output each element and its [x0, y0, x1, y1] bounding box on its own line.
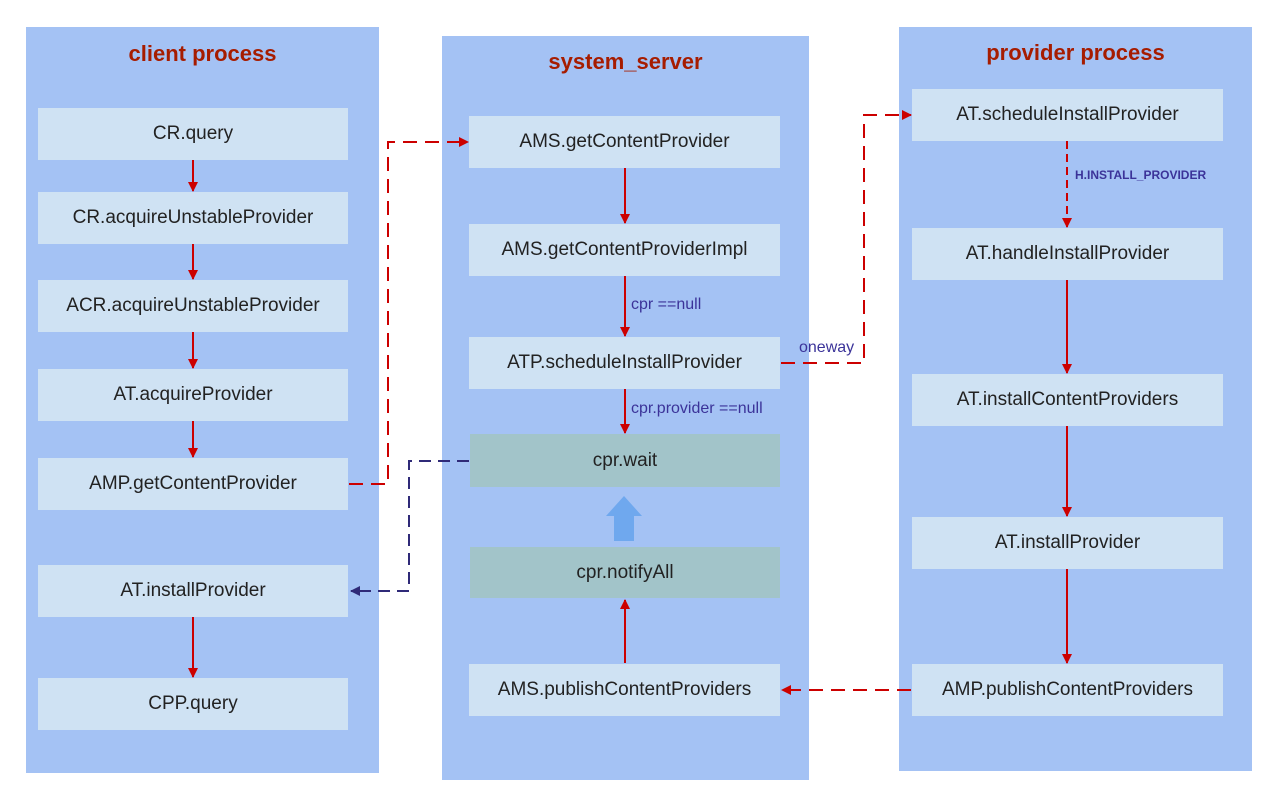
- node-cr-acquire-unstable-provider: CR.acquireUnstableProvider: [38, 192, 348, 244]
- node-ams-get-content-provider: AMS.getContentProvider: [469, 116, 780, 168]
- node-at-install-provider-client: AT.installProvider: [38, 565, 348, 617]
- label-oneway: oneway: [799, 339, 855, 356]
- node-amp-publish-content-providers: AMP.publishContentProviders: [912, 664, 1223, 716]
- arrow-cpr-wait-to-at-install: [350, 460, 469, 596]
- node-at-acquire-provider: AT.acquireProvider: [38, 369, 348, 421]
- node-cr-query: CR.query: [38, 108, 348, 160]
- node-at-install-provider-remote: AT.installProvider: [912, 517, 1223, 569]
- node-cpr-wait: cpr.wait: [470, 434, 780, 487]
- label-cpr-null: cpr ==null: [631, 296, 702, 313]
- arrow-atp-to-at-schedule: [781, 110, 912, 364]
- node-cpr-notify-all: cpr.notifyAll: [470, 547, 780, 598]
- lane-title-system: system_server: [548, 49, 703, 74]
- node-amp-get-content-provider: AMP.getContentProvider: [38, 458, 348, 510]
- lane-title-client: client process: [128, 41, 277, 66]
- node-atp-schedule-install-provider: ATP.scheduleInstallProvider: [469, 337, 780, 389]
- node-ams-get-content-provider-impl: AMS.getContentProviderImpl: [469, 224, 780, 276]
- label-h-install-provider: H.INSTALL_PROVIDER: [1075, 168, 1207, 182]
- lane-title-provider: provider process: [986, 40, 1165, 65]
- node-ams-publish-content-providers: AMS.publishContentProviders: [469, 664, 780, 716]
- node-at-install-content-providers: AT.installContentProviders: [912, 374, 1223, 426]
- node-at-schedule-install-provider: AT.scheduleInstallProvider: [912, 89, 1223, 141]
- node-acr-acquire-unstable-provider: ACR.acquireUnstableProvider: [38, 280, 348, 332]
- arrow-amp-get-to-ams-get: [349, 137, 469, 485]
- label-cpr-provider-null: cpr.provider ==null: [631, 400, 763, 417]
- node-at-handle-install-provider: AT.handleInstallProvider: [912, 228, 1223, 280]
- notify-to-wait-arrow: [606, 496, 642, 541]
- node-cpp-query: CPP.query: [38, 678, 348, 730]
